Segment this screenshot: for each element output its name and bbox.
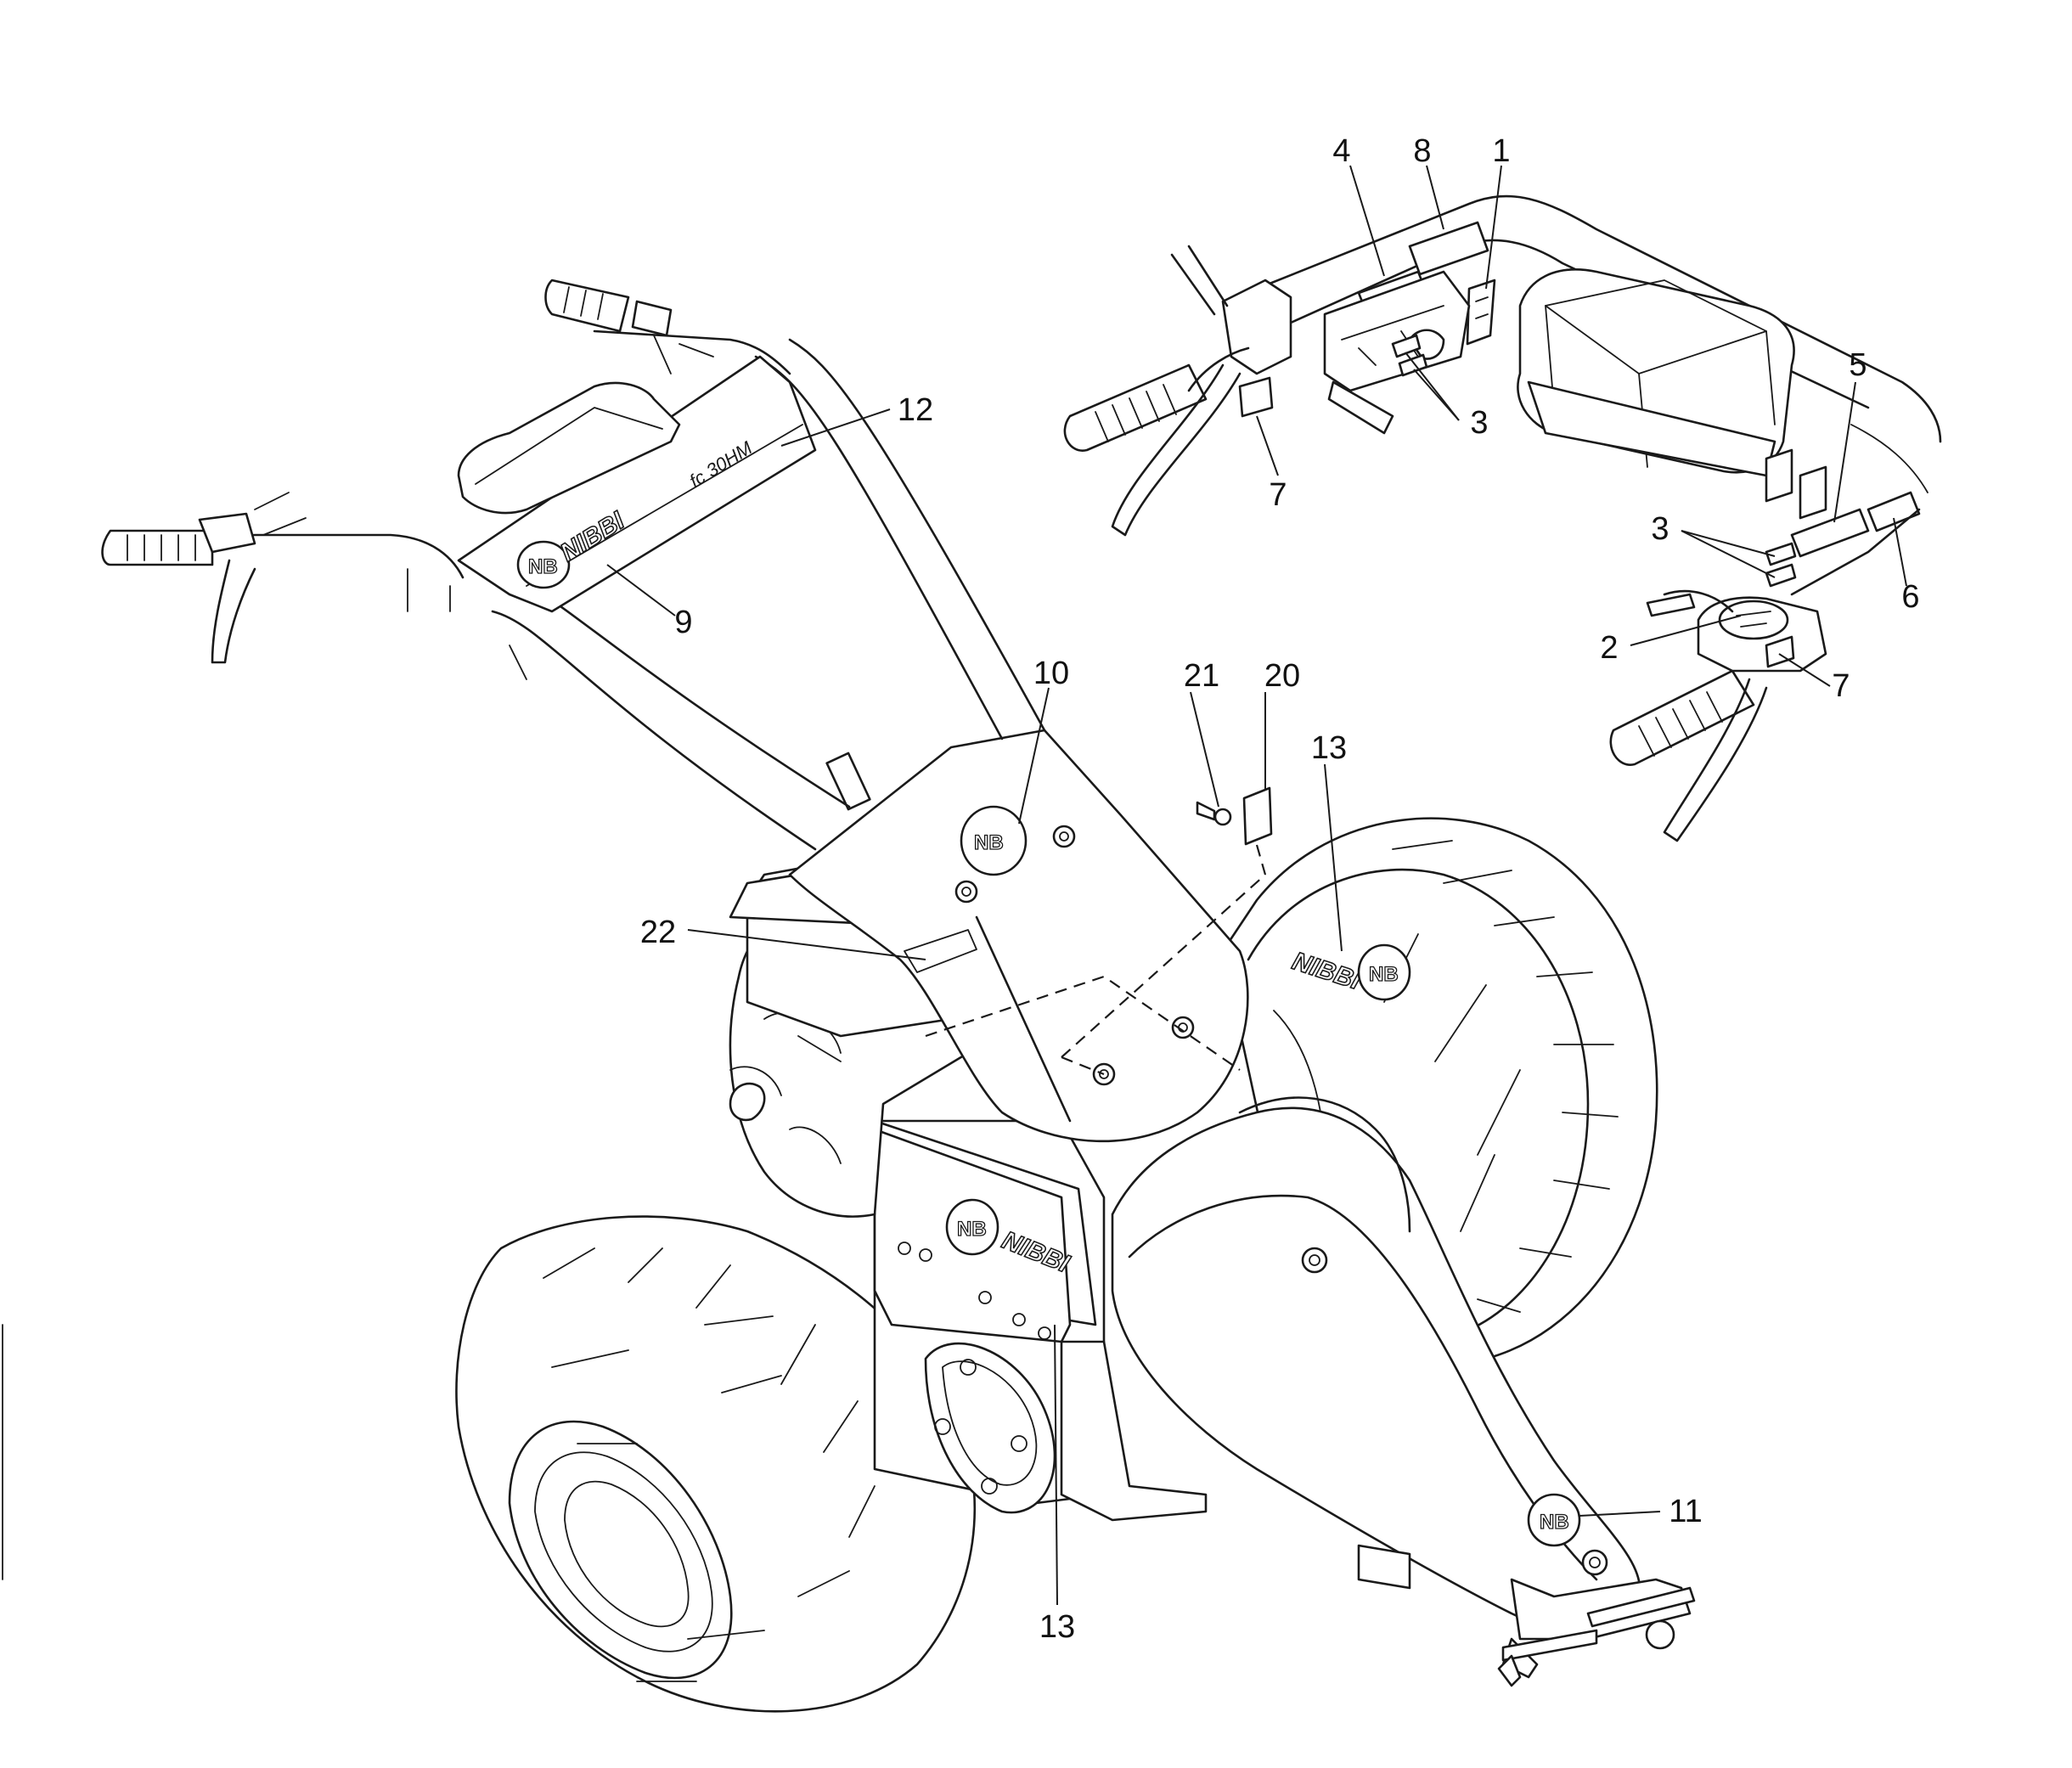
exploded-items	[1196, 786, 1273, 876]
callout-13a: 13	[1311, 730, 1347, 766]
callout-20: 20	[1264, 658, 1300, 694]
boom-logo: NB	[1540, 1511, 1569, 1534]
callout-6: 6	[1901, 579, 1919, 615]
callout-3a: 3	[1470, 405, 1488, 441]
callout-9: 9	[674, 605, 692, 640]
leader-lines	[606, 165, 1907, 1606]
cutter-boom: NB	[1111, 1096, 1696, 1687]
callout-22: 22	[640, 915, 676, 950]
housing-logo: NB	[957, 1218, 987, 1241]
callout-7b: 7	[1832, 668, 1850, 704]
gear-housing: NB NIBBI	[873, 1119, 1208, 1522]
machine-drawing: NIBBI NB NB NIBBI	[2, 279, 1696, 1713]
front-cover: NB	[788, 729, 1266, 1143]
left-wheel	[455, 1215, 977, 1713]
callout-11: 11	[1669, 1494, 1702, 1529]
callout-5: 5	[1849, 347, 1866, 383]
right-wheel-logo: NB	[1369, 963, 1399, 986]
panel-logo: NB	[528, 555, 558, 578]
callout-1: 1	[1492, 133, 1510, 169]
callout-8: 8	[1413, 133, 1431, 169]
handlebars-main: NB NIBBI fc 30HM	[101, 279, 1046, 851]
callout-3b: 3	[1651, 511, 1669, 547]
callout-4: 4	[1332, 133, 1350, 169]
callout-21: 21	[1184, 658, 1219, 694]
callout-13b: 13	[1039, 1609, 1075, 1645]
handlebar-inset	[1063, 194, 1942, 842]
cover-logo: NB	[974, 831, 1004, 854]
callout-10: 10	[1033, 656, 1069, 691]
callout-12: 12	[898, 392, 933, 428]
callout-7a: 7	[1269, 477, 1287, 513]
callout-2: 2	[1600, 630, 1618, 666]
callout-labels: 1 2 3 3 4 5 6 7 7 8 9 10 11 12 13 13 20 …	[640, 133, 1920, 1645]
